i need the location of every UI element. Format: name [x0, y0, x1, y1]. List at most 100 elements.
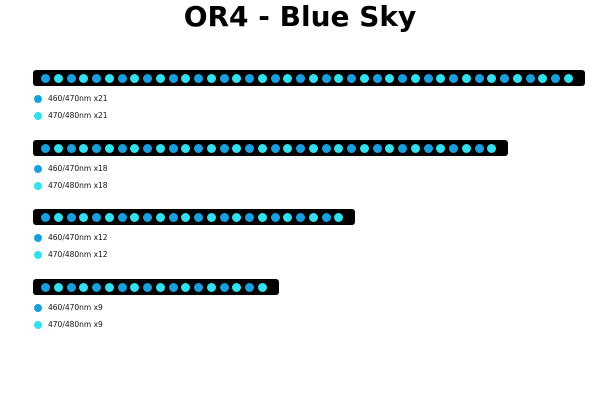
- led-460-470: [245, 73, 254, 83]
- led-460-470: [66, 143, 76, 153]
- led-470-480: [130, 73, 140, 83]
- led-470-480: [257, 73, 267, 83]
- led-470-480: [436, 143, 446, 153]
- led-470-480: [53, 212, 63, 222]
- led-460-470: [41, 143, 50, 153]
- led-470-480: [257, 143, 267, 153]
- led-470-480: [181, 282, 191, 292]
- legend-label: 460/470nm x12: [48, 233, 108, 242]
- led-460-470: [398, 73, 407, 83]
- led-460-470: [449, 143, 458, 153]
- led-470-480: [563, 73, 573, 83]
- led-470-480: [487, 143, 497, 153]
- legend-dot-icon: [34, 94, 42, 103]
- led-460-470: [143, 73, 152, 83]
- led-460-470: [117, 282, 127, 292]
- led-460-470: [372, 73, 382, 83]
- legend: 460/470nm x21 470/480nm x21: [33, 90, 585, 124]
- led-470-480: [334, 212, 344, 222]
- led-470-480: [436, 73, 446, 83]
- led-460-470: [66, 282, 76, 292]
- legend-dot-icon: [34, 111, 42, 120]
- page-title: OR4 - Blue Sky: [183, 0, 417, 33]
- led-460-470: [92, 212, 101, 222]
- led-470-480: [487, 73, 497, 83]
- legend-label: 460/470nm x9: [48, 303, 103, 312]
- led-460-470: [117, 143, 127, 153]
- led-460-470: [474, 73, 484, 83]
- legend-label: 460/470nm x21: [48, 94, 108, 103]
- led-460-470: [194, 282, 203, 292]
- led-470-480: [410, 143, 420, 153]
- led-470-480: [283, 143, 293, 153]
- light-fixture: 460/470nm x9 470/480nm x9: [33, 279, 279, 333]
- legend-item: 460/470nm x9: [33, 299, 279, 316]
- legend-dot-icon: [34, 303, 42, 312]
- led-460-470: [296, 212, 305, 222]
- legend-item: 470/480nm x18: [33, 177, 508, 194]
- legend-dot-icon: [34, 250, 42, 259]
- led-470-480: [130, 212, 140, 222]
- led-460-470: [168, 212, 178, 222]
- led-460-470: [296, 143, 305, 153]
- led-470-480: [181, 73, 191, 83]
- led-470-480: [155, 282, 165, 292]
- led-460-470: [92, 143, 101, 153]
- led-470-480: [130, 282, 140, 292]
- led-470-480: [257, 212, 267, 222]
- led-460-470: [423, 143, 433, 153]
- led-470-480: [130, 143, 140, 153]
- legend-label: 470/480nm x21: [48, 111, 108, 120]
- led-460-470: [117, 212, 127, 222]
- led-460-470: [143, 143, 152, 153]
- led-470-480: [512, 73, 522, 83]
- led-470-480: [53, 73, 63, 83]
- led-460-470: [245, 282, 254, 292]
- led-460-470: [270, 73, 280, 83]
- legend-label: 470/480nm x18: [48, 181, 108, 190]
- led-460-470: [321, 73, 331, 83]
- led-460-470: [168, 282, 178, 292]
- led-470-480: [104, 282, 114, 292]
- led-460-470: [372, 143, 382, 153]
- led-460-470: [168, 143, 178, 153]
- led-460-470: [449, 73, 458, 83]
- led-470-480: [385, 73, 395, 83]
- led-bar: [33, 279, 279, 295]
- led-470-480: [385, 143, 395, 153]
- led-460-470: [500, 73, 509, 83]
- legend-item: 470/480nm x9: [33, 316, 279, 333]
- led-470-480: [104, 143, 114, 153]
- led-460-470: [347, 143, 356, 153]
- led-470-480: [359, 143, 369, 153]
- led-460-470: [398, 143, 407, 153]
- led-470-480: [155, 143, 165, 153]
- led-460-470: [66, 73, 76, 83]
- led-bar: [33, 70, 585, 86]
- led-470-480: [308, 143, 318, 153]
- led-460-470: [117, 73, 127, 83]
- led-470-480: [461, 143, 471, 153]
- led-470-480: [308, 212, 318, 222]
- led-460-470: [143, 212, 152, 222]
- legend-label: 460/470nm x18: [48, 164, 108, 173]
- led-470-480: [359, 73, 369, 83]
- legend-label: 470/480nm x9: [48, 320, 103, 329]
- led-460-470: [194, 73, 203, 83]
- led-470-480: [232, 212, 242, 222]
- legend-dot-icon: [34, 320, 42, 329]
- led-470-480: [461, 73, 471, 83]
- led-460-470: [41, 73, 50, 83]
- led-470-480: [283, 212, 293, 222]
- legend: 460/470nm x9 470/480nm x9: [33, 299, 279, 333]
- led-470-480: [206, 143, 216, 153]
- led-460-470: [347, 73, 356, 83]
- led-470-480: [79, 73, 89, 83]
- legend-item: 460/470nm x18: [33, 160, 508, 177]
- led-470-480: [410, 73, 420, 83]
- led-460-470: [321, 212, 331, 222]
- led-460-470: [41, 212, 50, 222]
- legend: 460/470nm x18 470/480nm x18: [33, 160, 508, 194]
- led-470-480: [308, 73, 318, 83]
